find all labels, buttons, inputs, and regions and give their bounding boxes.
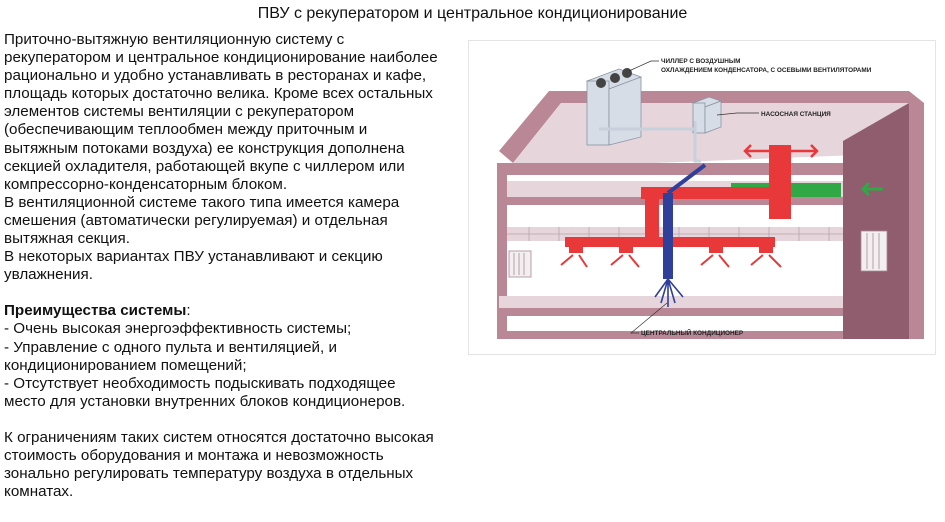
right-wall	[909, 91, 924, 339]
text-line: элементов системы вентиляции с рекуперат…	[4, 103, 355, 121]
text-line: В вентиляционной системе такого типа име…	[4, 193, 400, 211]
advantages-list: - Очень высокая энергоэффективность сист…	[4, 320, 466, 410]
chiller-pipe	[599, 121, 701, 163]
exhaust-arrow	[791, 144, 819, 158]
label-leaders	[628, 60, 759, 334]
label-chiller-line2: ОХЛАЖДЕНИЕМ КОНДЕНСАТОРА, С ОСЕВЫМИ ВЕНТ…	[661, 67, 872, 74]
roof-slab	[499, 91, 909, 163]
label-central-conditioner: ЦЕНТРАЛЬНЫЙ КОНДИЦИОНЕР	[641, 328, 744, 337]
paragraph-gap	[4, 411, 466, 429]
text-line: комнатах.	[4, 483, 74, 501]
list-item: кондиционированием помещений;	[4, 356, 247, 374]
cold-duct-top	[666, 163, 707, 195]
left-wall	[497, 163, 507, 339]
page-title: ПВУ с рекуператором и центральное кондиц…	[257, 5, 688, 22]
list-item: место для установки внутренних блоков ко…	[4, 392, 406, 410]
text-line: смешения (автоматически регулируемая) и …	[4, 211, 388, 229]
ground-slab	[497, 331, 843, 339]
text-line: В некоторых вариантах ПВУ устанавливают …	[4, 248, 383, 266]
text-line: увлажнения.	[4, 266, 93, 284]
text-line: секцией охладителя, работающей вкупе с ч…	[4, 157, 405, 175]
text-line: площадь которых достаточно велика. Кроме…	[4, 85, 433, 103]
text-line: зонально регулировать температуру воздух…	[4, 465, 414, 483]
text-line: стоимость оборудования и монтажа и невоз…	[4, 446, 384, 464]
pump-station	[691, 96, 723, 134]
list-item: - Управление с одного пульта и вентиляци…	[4, 338, 337, 356]
hvac-diagram: ЧИЛЛЕР С ВОЗДУШНЫМ ОХЛАЖДЕНИЕМ КОНДЕНСАТ…	[468, 40, 936, 355]
cold-air-arrows	[654, 278, 684, 307]
cold-duct	[663, 193, 673, 279]
chiller-unit	[585, 68, 643, 146]
label-chiller-line1: ЧИЛЛЕР С ВОЗДУШНЫМ	[661, 58, 740, 65]
text-line: рекуператором и центральное кондициониро…	[4, 49, 438, 67]
lower-floor-edge	[499, 308, 843, 316]
list-item: - Отсутствует необходимость подыскивать …	[4, 374, 396, 392]
advantages-heading-text: Преимущества системы	[4, 302, 187, 320]
right-wall-face	[843, 103, 909, 339]
supply-drop	[645, 191, 659, 243]
article-text: Приточно-вытяжную вентиляционную систему…	[4, 31, 466, 501]
lower-floor	[499, 296, 843, 308]
advantages-heading: Преимущества системы:	[4, 302, 466, 320]
text-line: рационально и удобно устанавливать в рес…	[4, 67, 427, 85]
label-pump-station: НАСОСНАЯ СТАНЦИЯ	[761, 111, 831, 118]
paragraph-gap	[4, 284, 466, 302]
wall-radiator-right	[860, 230, 888, 272]
limitations-paragraph: К ограничениям таких систем относятся до…	[4, 429, 466, 501]
text-line: (обеспечивающим теплообмен между приточн…	[4, 121, 368, 139]
text-line: вытяжная секция.	[4, 230, 130, 248]
text-line: компрессорно-конденсаторным блоком.	[4, 175, 288, 193]
text-line: Приточно-вытяжную вентиляционную систему…	[4, 31, 345, 48]
wall-radiator-left	[508, 250, 532, 278]
airflow-arrows	[560, 254, 782, 268]
intro-paragraph: Приточно-вытяжную вентиляционную систему…	[4, 31, 466, 284]
fresh-air-arrow	[860, 181, 883, 197]
text-line: вытяжным потоками воздуха) ее конструкци…	[4, 139, 405, 157]
supply-duct	[641, 187, 773, 199]
air-diffusers	[569, 247, 773, 253]
list-item: - Очень высокая энергоэффективность сист…	[4, 320, 352, 338]
roof-front-edge	[499, 163, 843, 175]
advantages-heading-colon: :	[186, 302, 191, 320]
exhaust-arrow-left	[743, 144, 769, 158]
supply-riser	[769, 145, 791, 219]
hvac-diagram-svg: ЧИЛЛЕР С ВОЗДУШНЫМ ОХЛАЖДЕНИЕМ КОНДЕНСАТ…	[497, 58, 924, 339]
text-line: К ограничениям таких систем относятся до…	[4, 428, 434, 446]
